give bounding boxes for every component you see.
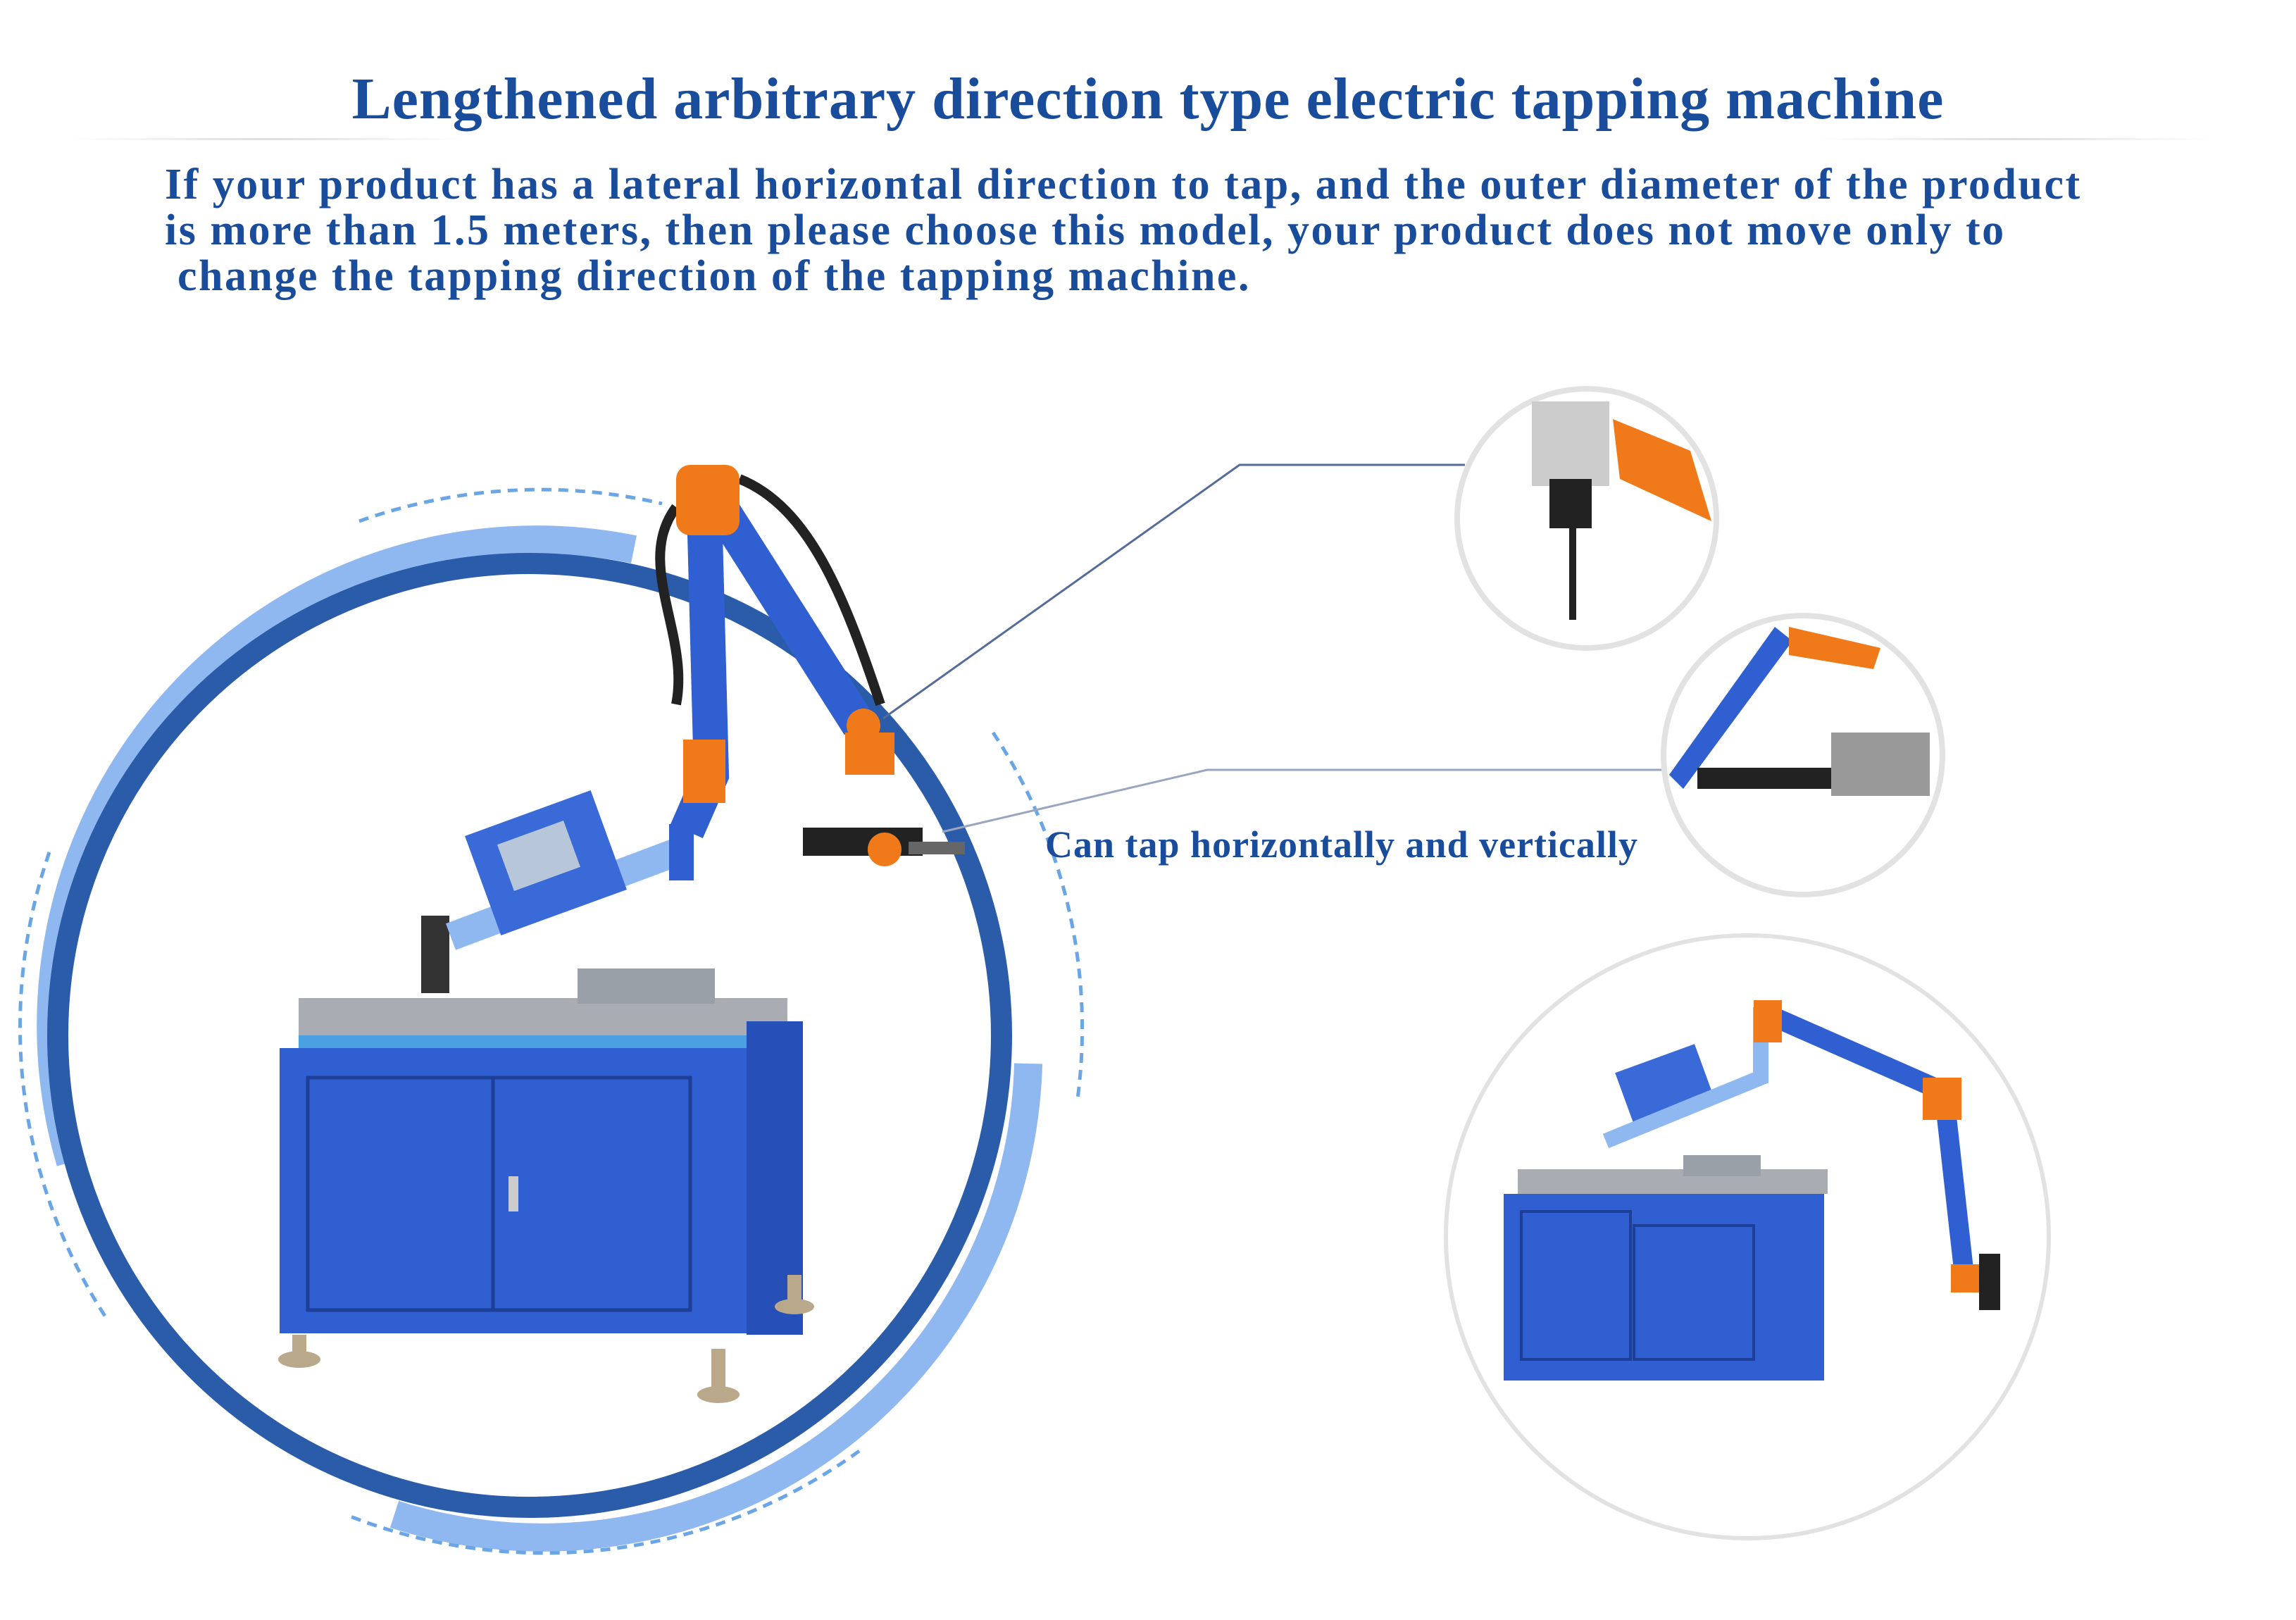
- leader-line-vertical: [882, 463, 1465, 720]
- detail-vertical-tapping-image: [1454, 386, 1719, 651]
- description-line: If your product has a lateral horizontal…: [165, 161, 2082, 208]
- title-divider-left: [70, 138, 465, 140]
- page-title: Lengthened arbitrary direction type elec…: [351, 66, 1945, 132]
- description-line: change the tapping direction of the tapp…: [165, 252, 1251, 300]
- product-description: If your product has a lateral horizontal…: [165, 162, 2207, 299]
- main-ring-decoration: [18, 487, 1085, 1555]
- detail-machine-overview-image: [1444, 933, 2051, 1540]
- main-machine-image: [278, 465, 965, 1403]
- leader-line-horizontal: [942, 768, 1664, 833]
- description-line: is more than 1.5 meters, then please cho…: [165, 206, 2006, 254]
- title-divider-right: [1817, 138, 2211, 140]
- detail-horizontal-tapping-image: [1661, 613, 1945, 897]
- feature-caption: Can tap horizontally and vertically: [1045, 823, 1638, 866]
